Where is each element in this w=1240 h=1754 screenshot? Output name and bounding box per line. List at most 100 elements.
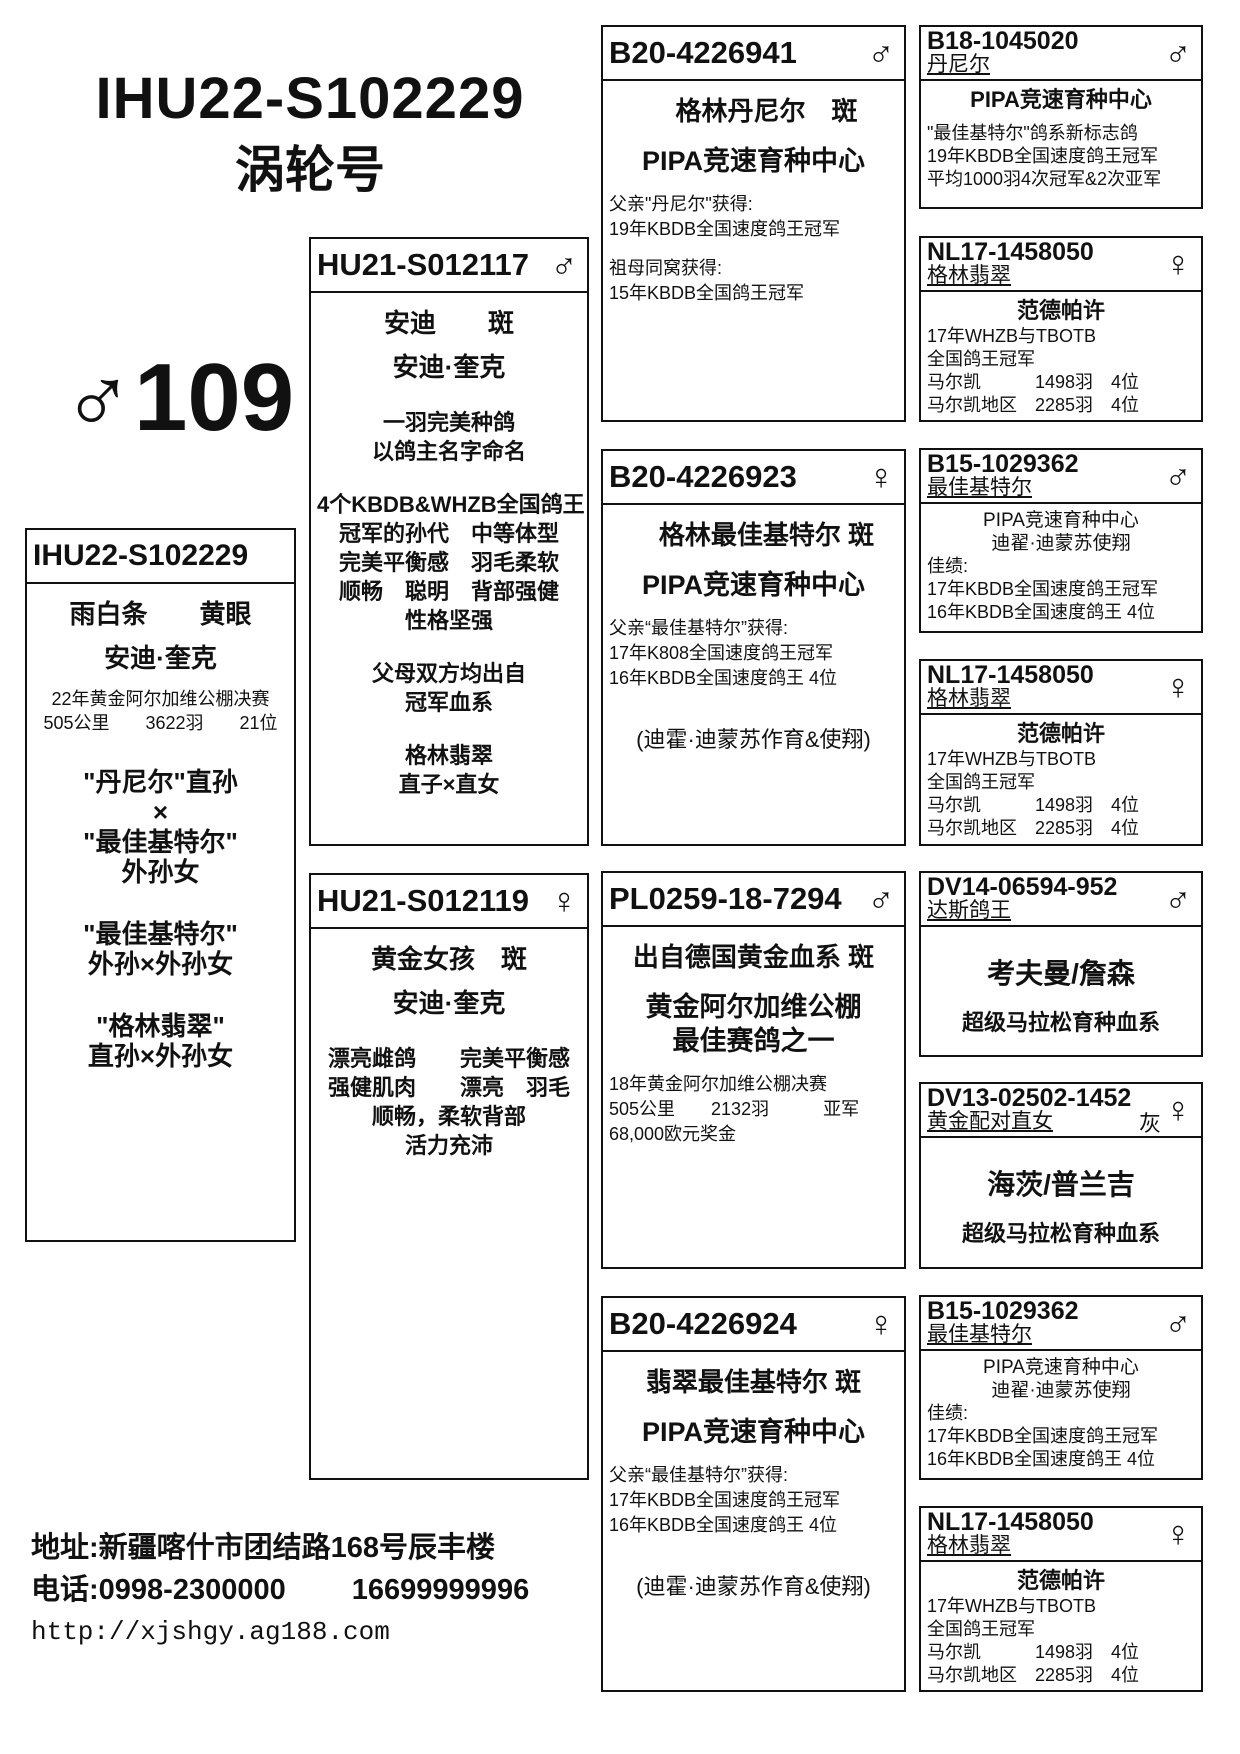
female-symbol-icon: ♀ — [1164, 666, 1192, 707]
card-text-line: 格林翡翠 — [404, 743, 493, 768]
card-header: HU21-S012117♂ — [311, 239, 587, 293]
ring-number: DV13-02502-1452 — [927, 1084, 1132, 1112]
ring-number: NL17-1458050 — [927, 1508, 1094, 1536]
card-text-line: × — [152, 797, 169, 827]
card-text-line: 祖母同窝获得: — [609, 258, 723, 278]
card-text-line: 16年KBDB全国速度鸽王 4位 — [927, 1449, 1156, 1469]
card-text-line: "丹尼尔"直孙 — [83, 767, 238, 797]
pedigree-card: HU21-S012119♀黄金女孩 斑安迪·奎克漂亮雌鸽 完美平衡感强健肌肉 漂… — [309, 873, 589, 1480]
card-text-line: 性格坚强 — [404, 608, 493, 633]
card-text-line: 格林最佳基特尔 斑 — [632, 520, 875, 550]
card-header-ring-row: B18-1045020 — [927, 27, 1157, 55]
card-text-line: 马尔凯地区 2285羽 4位 — [927, 818, 1140, 838]
card-text-line: 冠军血系 — [404, 690, 493, 715]
card-header: B20-4226941 ♂ — [603, 27, 904, 81]
ring-number: B18-1045020 — [927, 27, 1079, 55]
card-header-ring-row: DV13-02502-1452 — [927, 1084, 1157, 1112]
female-symbol-icon: ♀ — [550, 880, 578, 921]
card-header: HU21-S012119 ♀ — [311, 875, 587, 929]
card-text-line: 505公里 3622羽 21位 — [43, 713, 278, 733]
card-text-line: 强健肌肉 漂亮 羽毛 — [327, 1075, 570, 1100]
card-header: IHU22-S102229 — [27, 530, 294, 584]
ring-number: B20-4226923 — [609, 459, 797, 494]
card-header: B20-4226923 ♀ — [603, 451, 904, 505]
male-symbol-icon: ♂ — [867, 878, 895, 919]
card-header-name-row: 格林翡翠 — [927, 687, 1157, 711]
card-text-line: 顺畅，柔软背部 — [371, 1104, 526, 1129]
card-header-name-row: 格林翡翠 — [927, 1534, 1157, 1558]
card-text-line: 范德帕许 — [1016, 1568, 1105, 1593]
card-header-ring-row: DV14-06594-952 — [927, 873, 1157, 900]
ring-number: HU21-S012119 — [317, 883, 529, 918]
male-symbol-icon: ♂ — [1164, 455, 1192, 496]
card-text-line: PIPA竞速育种中心 — [983, 1357, 1139, 1378]
card-text-line: 安迪 斑 — [383, 308, 514, 338]
card-text-line: 父亲"丹尼尔"获得: — [609, 194, 753, 214]
card-text-line: 父母双方均出自 — [371, 661, 526, 686]
card-text-line: 漂亮雌鸽 完美平衡感 — [327, 1046, 570, 1071]
pigeon-name: 格林翡翠 — [927, 264, 1011, 287]
female-symbol-icon: ♀ — [867, 1303, 895, 1344]
card-header: B20-4226924♀ — [603, 1298, 904, 1352]
male-symbol-icon: ♂ — [1164, 878, 1192, 919]
card-text-line: 超级马拉松育种血系 — [961, 1010, 1160, 1035]
card-text-line: 16年KBDB全国速度鸽王 4位 — [609, 1515, 838, 1535]
card-text-line: 佳绩: — [927, 1403, 969, 1423]
card-text-line: "最佳基特尔" — [83, 919, 238, 949]
card-text-line: 冠军的孙代 中等体型 — [338, 521, 559, 546]
card-text-line: 范德帕许 — [1016, 298, 1105, 323]
male-symbol-icon: ♂ — [867, 32, 895, 73]
card-text-line: 全国鸽王冠军 — [927, 1619, 1035, 1639]
pigeon-name-title: 涡轮号 — [235, 142, 385, 198]
card-text-line: 海茨/普兰吉 — [987, 1169, 1135, 1200]
website-link[interactable]: http://xjshgy.ag188.com — [31, 1617, 390, 1647]
card-text-line: 19年KBDB全国速度鸽王冠军 — [927, 146, 1159, 166]
card-text-line: PIPA竞速育种中心 — [970, 87, 1152, 112]
card-text-line: 15年KBDB全国鸽王冠军 — [609, 283, 805, 303]
pigeon-name: 格林翡翠 — [927, 687, 1011, 710]
pedigree-card: PL0259-18-7294♂ 出自德国黄金血系 斑黄金阿尔加维公棚最佳赛鸽之一 1… — [601, 871, 906, 1269]
card-text-line: 18年黄金阿尔加维公棚决赛 — [609, 1074, 828, 1094]
ring-number: B15-1029362 — [927, 1297, 1079, 1325]
card-text-line: 17年WHZB与TBOTB — [927, 326, 1097, 346]
card-text-line: 出自德国黄金血系 斑 — [632, 942, 875, 972]
card-text-line: 19年KBDB全国速度鸽王冠军 — [609, 219, 841, 239]
ring-number: B20-4226941 — [609, 35, 797, 70]
female-symbol-icon: ♀ — [867, 456, 895, 497]
card-text-line: 16年KBDB全国速度鸽王 4位 — [927, 602, 1156, 622]
male-symbol-icon: ♂ — [550, 244, 578, 285]
card-text-line: 黄金阿尔加维公棚 — [645, 992, 862, 1022]
card-text-line: 一羽完美种鸽 — [382, 410, 515, 435]
card-header-name-row: 达斯鸽王 — [927, 899, 1157, 923]
card-text-line: 全国鸽王冠军 — [927, 772, 1035, 792]
card-text-line: 顺畅 聪明 背部强健 — [338, 579, 559, 604]
card-text-line: PIPA竞速育种中心 — [641, 570, 865, 600]
card-text-line: 马尔凯 1498羽 4位 — [927, 372, 1140, 392]
card-text-line: 最佳赛鸽之一 — [672, 1026, 835, 1056]
card-text-line: 格林丹尼尔 斑 — [649, 96, 858, 126]
pigeon-name: 丹尼尔 — [927, 53, 990, 76]
card-text-line: PIPA竞速育种中心 — [641, 1417, 865, 1447]
card-text-line: 父亲“最佳基特尔”获得: — [609, 1465, 788, 1485]
card-header: PL0259-18-7294♂ — [603, 873, 904, 927]
female-symbol-icon: ♀ — [1164, 1089, 1192, 1130]
card-text-line: 超级马拉松育种血系 — [961, 1221, 1160, 1246]
card-text-line: 马尔凯 1498羽 4位 — [927, 795, 1140, 815]
card-header-ring-row: NL17-1458050 — [927, 1508, 1157, 1536]
card-header-ring-row: B15-1029362 — [927, 1297, 1157, 1325]
